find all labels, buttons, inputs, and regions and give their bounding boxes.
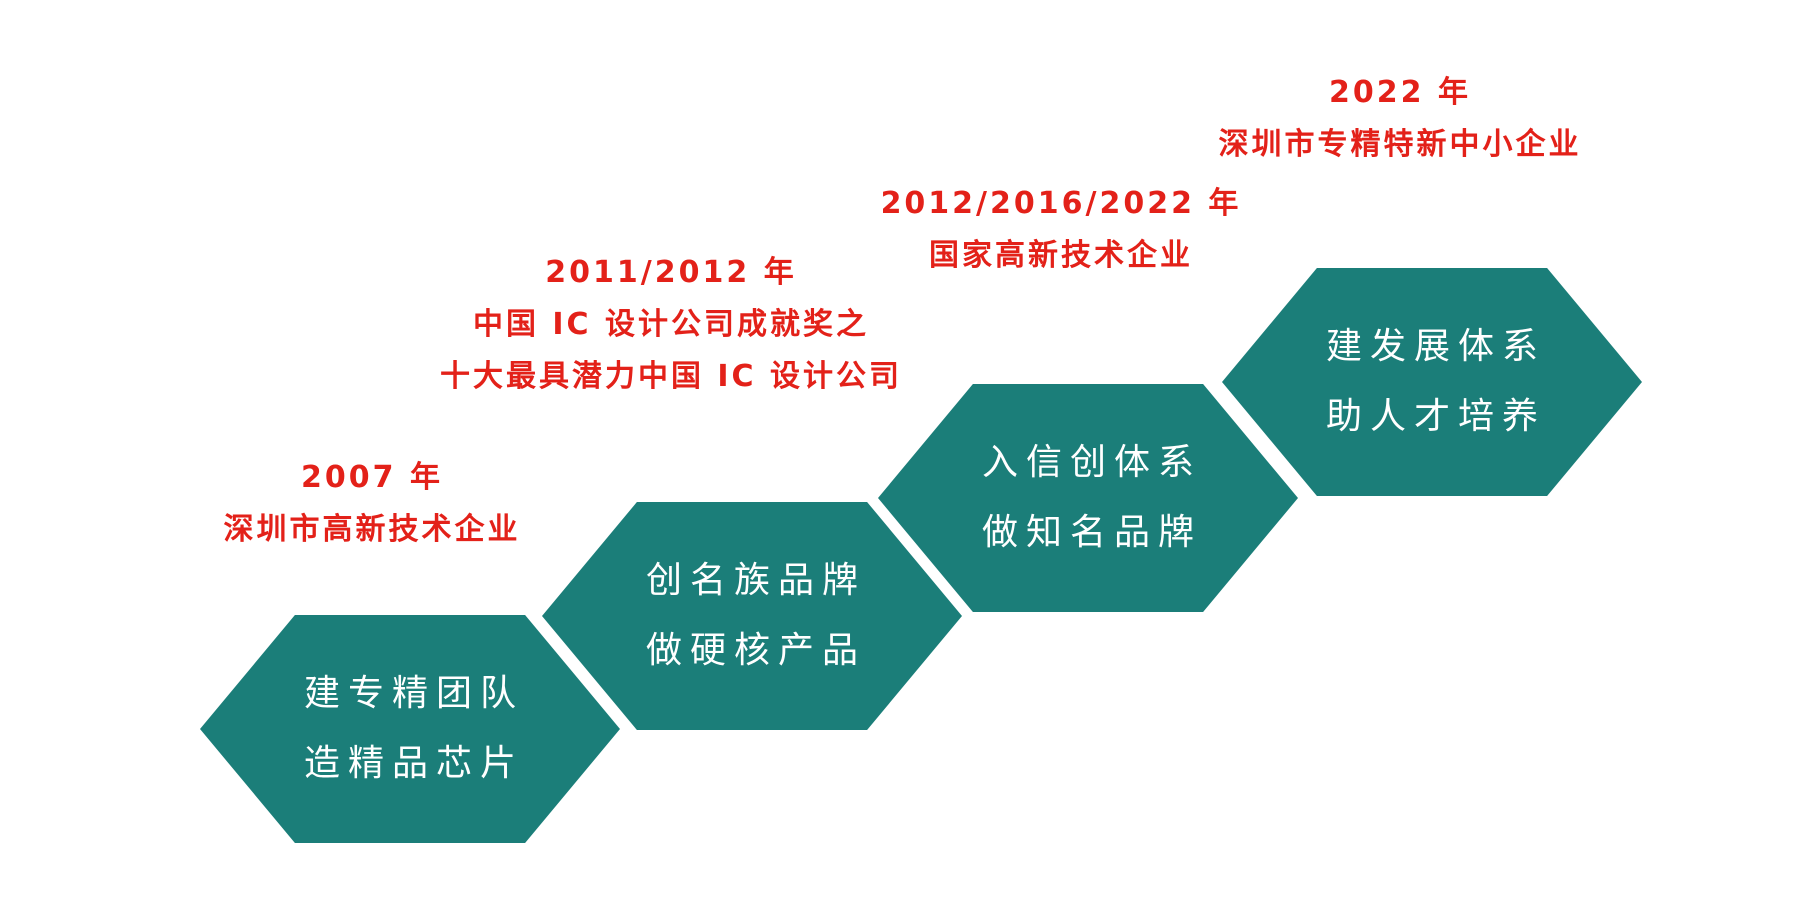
milestone-2012-2016-2022-year: 2012/2016/2022 年 xyxy=(880,186,1242,221)
milestone-2007-label: 2007 年 深圳市高新技术企业 xyxy=(72,452,672,556)
milestone-2007-award: 深圳市高新技术企业 xyxy=(223,512,521,547)
hexagon-step-1: 建专精团队 造精品芯片 xyxy=(200,615,620,843)
milestone-2011-2012-award-line-1: 中国 IC 设计公司成就奖之 xyxy=(472,307,870,342)
hexagon-step-1-line-2: 造精品芯片 xyxy=(303,743,524,784)
milestone-2022-award: 深圳市专精特新中小企业 xyxy=(1218,127,1582,162)
milestone-2022-year: 2022 年 xyxy=(1329,75,1471,110)
milestone-2011-2012-award-line-2: 十大最具潜力中国 IC 设计公司 xyxy=(439,359,903,394)
milestone-2011-2012-label: 2011/2012 年 中国 IC 设计公司成就奖之 十大最具潜力中国 IC 设… xyxy=(371,247,971,403)
milestone-2012-2016-2022-award: 国家高新技术企业 xyxy=(929,238,1193,273)
hexagon-step-3: 入信创体系 做知名品牌 xyxy=(878,384,1298,612)
hexagon-step-2-line-2: 做硬核产品 xyxy=(645,630,866,671)
hexagon-step-4-line-1: 建发展体系 xyxy=(1325,326,1546,367)
milestone-2022-label: 2022 年 深圳市专精特新中小企业 xyxy=(1100,67,1700,171)
milestone-2011-2012-year: 2011/2012 年 xyxy=(545,255,797,290)
hexagon-step-4-line-2: 助人才培养 xyxy=(1325,396,1546,437)
hexagon-step-4: 建发展体系 助人才培养 xyxy=(1222,268,1642,496)
hexagon-step-2: 创名族品牌 做硬核产品 xyxy=(542,502,962,730)
milestone-2007-year: 2007 年 xyxy=(301,460,443,495)
hexagon-step-3-line-2: 做知名品牌 xyxy=(981,512,1202,553)
milestone-2012-2016-2022-label: 2012/2016/2022 年 国家高新技术企业 xyxy=(761,178,1361,282)
hexagon-step-1-line-1: 建专精团队 xyxy=(303,673,524,714)
hexagon-step-3-line-1: 入信创体系 xyxy=(981,442,1202,483)
hexagon-step-2-line-1: 创名族品牌 xyxy=(645,560,866,601)
